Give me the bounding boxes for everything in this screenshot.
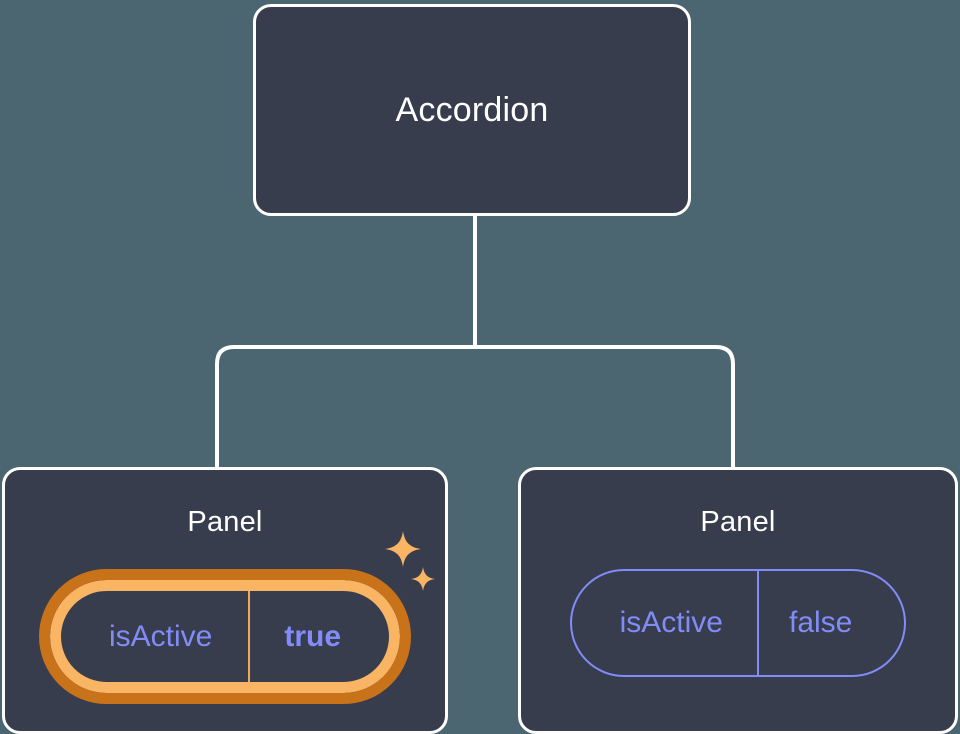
node-panel-active[interactable]: Panel isActive true: [2, 467, 448, 734]
prop-pill-highlight-ring: isActive true: [38, 569, 412, 704]
prop-pill-inactive[interactable]: isActive false: [569, 569, 907, 677]
connector-branch: [215, 345, 735, 480]
prop-value: false: [756, 571, 904, 675]
node-accordion-title: Accordion: [395, 90, 549, 129]
prop-key: isActive: [619, 606, 723, 639]
node-panel-inactive-title: Panel: [700, 506, 776, 538]
prop-pill-active[interactable]: isActive true: [49, 580, 401, 693]
node-panel-inactive[interactable]: Panel isActive false: [518, 467, 958, 734]
prop-key: isActive: [108, 619, 213, 653]
node-accordion[interactable]: Accordion: [253, 4, 691, 216]
prop-pill-inactive-wrapper: isActive false: [569, 569, 907, 677]
node-panel-active-title: Panel: [187, 506, 263, 538]
sparkle-group: [385, 531, 445, 601]
prop-pill-active-wrapper: isActive true: [38, 531, 436, 704]
prop-value: true: [248, 591, 389, 682]
sparkle-icon: [385, 531, 422, 567]
sparkle-icon: [411, 567, 436, 591]
